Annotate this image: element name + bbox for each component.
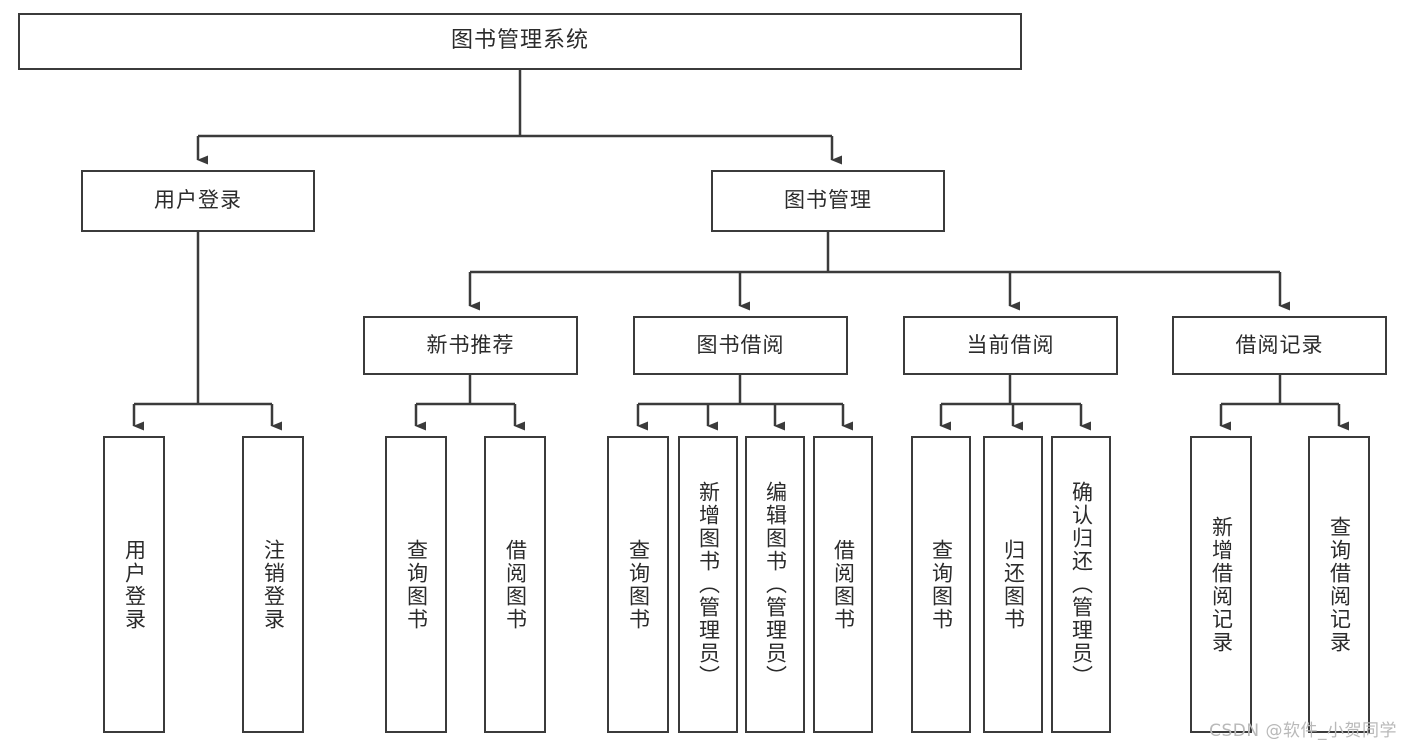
node-root-label: 图书管理系统 [450, 28, 589, 54]
node-borrow-record[interactable]: 借阅记录 [1172, 316, 1387, 375]
node-root[interactable]: 图书管理系统 [18, 13, 1022, 70]
node-user-login-label: 用户登录 [154, 188, 242, 213]
leaf-borrow-book-recommend[interactable]: 借阅图书 [484, 436, 546, 733]
leaf-add-book-admin-label: 新增图书（管理员） [696, 481, 721, 688]
leaf-query-book-borrow[interactable]: 查询图书 [607, 436, 669, 733]
leaf-logout-label: 注销登录 [261, 538, 286, 631]
node-current-borrow[interactable]: 当前借阅 [903, 316, 1118, 375]
leaf-return-book-label: 归还图书 [1001, 538, 1026, 631]
node-book-borrow-label: 图书借阅 [696, 332, 785, 357]
leaf-query-book-recommend[interactable]: 查询图书 [385, 436, 447, 733]
node-book-borrow[interactable]: 图书借阅 [633, 316, 848, 375]
leaf-add-borrow-record-label: 新增借阅记录 [1209, 515, 1234, 654]
leaf-user-login-label: 用户登录 [122, 538, 147, 631]
node-new-book-recommend-label: 新书推荐 [426, 332, 515, 357]
node-new-book-recommend[interactable]: 新书推荐 [363, 316, 578, 375]
leaf-edit-book-admin[interactable]: 编辑图书（管理员） [745, 436, 805, 733]
leaf-borrow-book-label: 借阅图书 [831, 538, 856, 631]
leaf-confirm-return-admin[interactable]: 确认归还（管理员） [1051, 436, 1111, 733]
node-current-borrow-label: 当前借阅 [966, 332, 1055, 357]
node-book-management[interactable]: 图书管理 [711, 170, 945, 232]
leaf-query-book-current-label: 查询图书 [929, 538, 954, 631]
leaf-borrow-book-recommend-label: 借阅图书 [503, 538, 528, 631]
leaf-query-borrow-record-label: 查询借阅记录 [1327, 515, 1352, 654]
leaf-add-book-admin[interactable]: 新增图书（管理员） [678, 436, 738, 733]
leaf-query-book-current[interactable]: 查询图书 [911, 436, 971, 733]
node-borrow-record-label: 借阅记录 [1235, 332, 1324, 357]
leaf-query-book-recommend-label: 查询图书 [404, 538, 429, 631]
leaf-return-book[interactable]: 归还图书 [983, 436, 1043, 733]
leaf-add-borrow-record[interactable]: 新增借阅记录 [1190, 436, 1252, 733]
leaf-logout[interactable]: 注销登录 [242, 436, 304, 733]
leaf-query-borrow-record[interactable]: 查询借阅记录 [1308, 436, 1370, 733]
node-book-management-label: 图书管理 [784, 188, 872, 213]
leaf-confirm-return-admin-label: 确认归还（管理员） [1069, 481, 1094, 688]
leaf-edit-book-admin-label: 编辑图书（管理员） [763, 481, 788, 688]
watermark-text: CSDN @软件_小贺同学 [1209, 721, 1397, 741]
node-user-login[interactable]: 用户登录 [81, 170, 315, 232]
leaf-query-book-borrow-label: 查询图书 [626, 538, 651, 631]
leaf-user-login[interactable]: 用户登录 [103, 436, 165, 733]
leaf-borrow-book[interactable]: 借阅图书 [813, 436, 873, 733]
